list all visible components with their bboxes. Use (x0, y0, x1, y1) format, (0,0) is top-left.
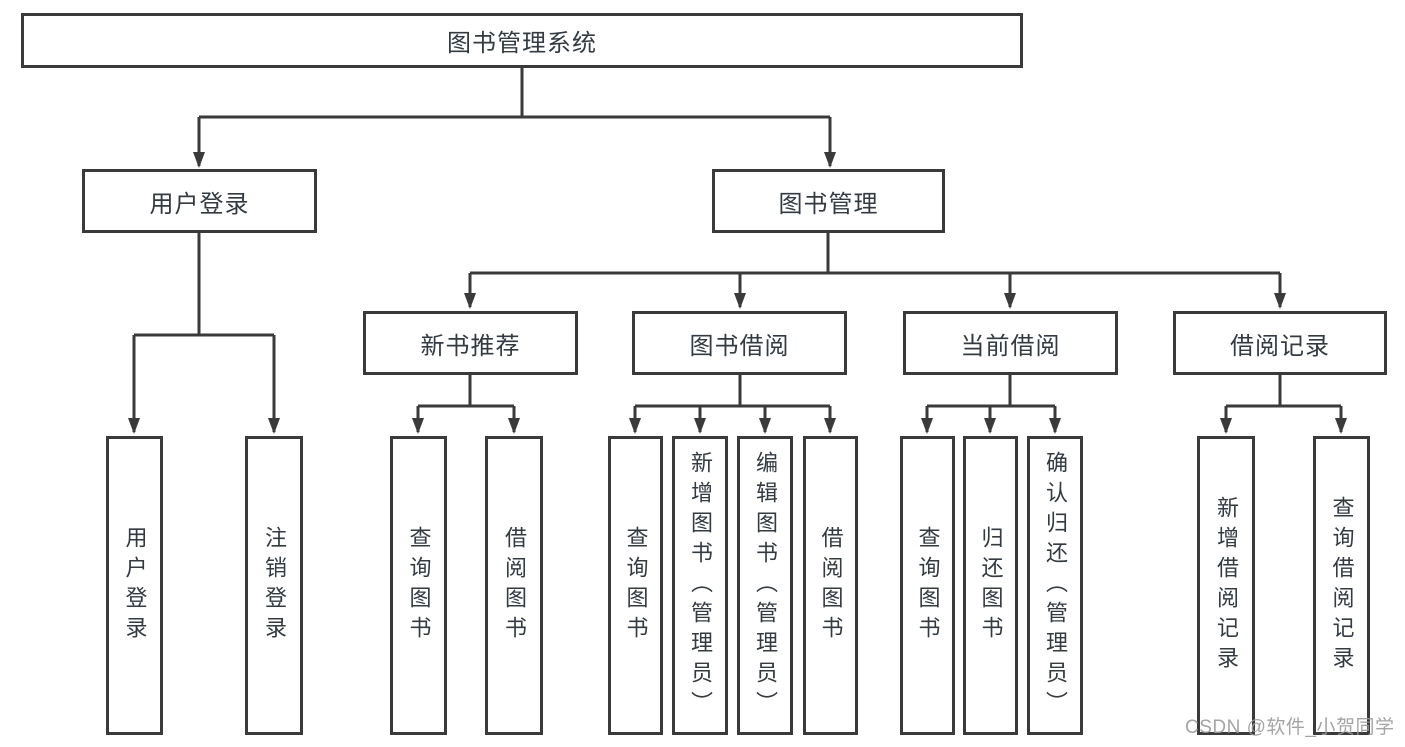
node-book-management-label: 图书管理 (778, 190, 879, 218)
node-query-books-borrow: 查询图书 (608, 436, 663, 735)
node-book-borrow-label: 图书借阅 (689, 332, 790, 360)
edge-root-split (199, 68, 830, 119)
node-add-borrow-record: 新增借阅记录 (1197, 436, 1255, 735)
node-query-books-current: 查询图书 (900, 436, 955, 735)
edge-user-login-split (134, 233, 274, 337)
edge-recommend-split (418, 375, 514, 408)
node-borrow-records: 借阅记录 (1173, 311, 1387, 375)
node-user-login-leaf-label: 用户登录 (122, 525, 148, 646)
node-query-books-borrow-label: 查询图书 (623, 525, 649, 646)
edge-records-split (1226, 375, 1341, 408)
node-user-login: 用户登录 (82, 169, 317, 233)
node-user-login-leaf: 用户登录 (106, 436, 163, 735)
node-new-book-recommend-label: 新书推荐 (420, 332, 521, 360)
node-current-borrow-label: 当前借阅 (960, 332, 1061, 360)
edge-current-split (927, 375, 1055, 408)
node-add-book-admin-label: 新增图书（管理员） (688, 450, 713, 721)
node-confirm-return-admin-label: 确认归还（管理员） (1043, 450, 1068, 721)
node-return-books-label: 归还图书 (978, 525, 1004, 646)
node-book-borrow: 图书借阅 (632, 311, 847, 375)
node-confirm-return-admin: 确认归还（管理员） (1027, 436, 1083, 735)
node-query-books-recommend-label: 查询图书 (406, 525, 432, 646)
node-borrow-books-leaf-label: 借阅图书 (818, 525, 844, 646)
node-edit-book-admin-label: 编辑图书（管理员） (753, 450, 778, 721)
node-query-books-recommend: 查询图书 (390, 436, 447, 735)
node-logout-leaf: 注销登录 (245, 436, 303, 735)
node-root: 图书管理系统 (21, 13, 1023, 68)
node-new-book-recommend: 新书推荐 (363, 311, 578, 375)
node-book-management: 图书管理 (712, 169, 945, 233)
node-return-books: 归还图书 (963, 436, 1018, 735)
node-add-borrow-record-label: 新增借阅记录 (1214, 495, 1239, 676)
edge-book-mgmt-split (470, 233, 1280, 275)
node-query-borrow-record-label: 查询借阅记录 (1329, 495, 1355, 676)
node-root-label: 图书管理系统 (447, 30, 597, 57)
node-borrow-books-leaf: 借阅图书 (803, 436, 858, 735)
csdn-watermark: CSDN @软件_小贺同学 (1185, 717, 1395, 738)
node-add-book-admin: 新增图书（管理员） (672, 436, 728, 735)
node-query-books-current-label: 查询图书 (915, 525, 941, 646)
node-user-login-label: 用户登录 (149, 190, 250, 218)
node-logout-leaf-label: 注销登录 (262, 525, 287, 646)
node-borrow-records-label: 借阅记录 (1230, 332, 1330, 360)
node-borrow-books-recommend-label: 借阅图书 (502, 525, 527, 646)
node-query-borrow-record: 查询借阅记录 (1313, 436, 1370, 735)
node-borrow-books-recommend: 借阅图书 (485, 436, 543, 735)
node-edit-book-admin: 编辑图书（管理员） (737, 436, 793, 735)
edge-borrow-split (635, 375, 830, 408)
node-current-borrow: 当前借阅 (903, 311, 1118, 375)
